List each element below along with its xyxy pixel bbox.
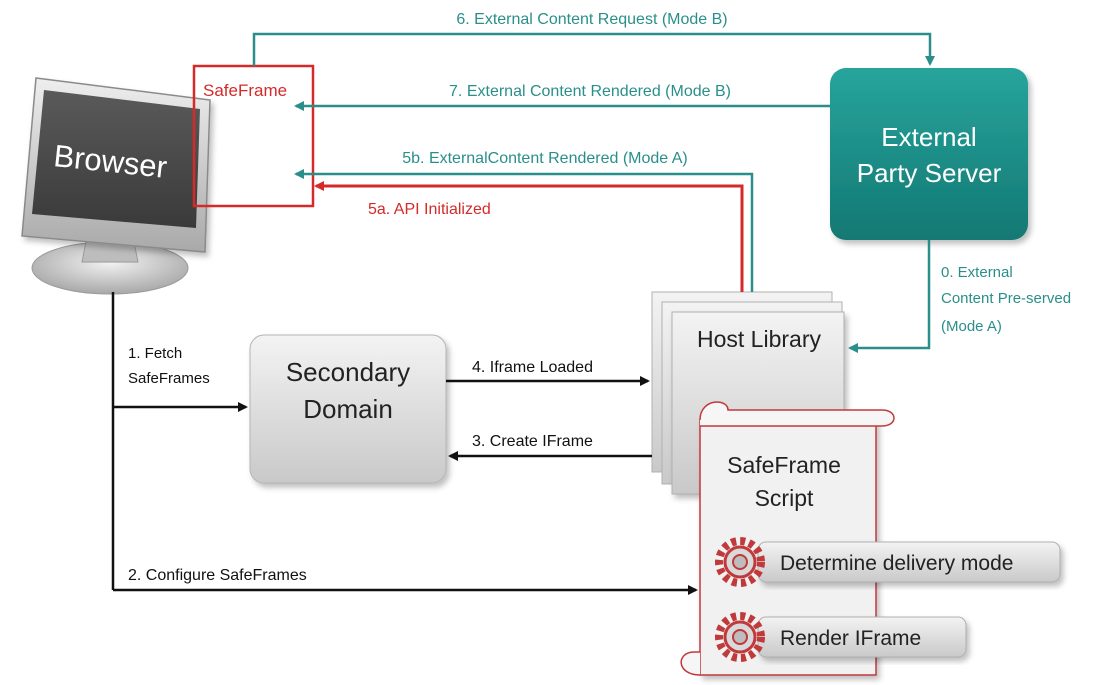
edge-2-label: 2. Configure SafeFrames	[128, 567, 307, 584]
host-library-label: Host Library	[697, 326, 821, 352]
edge-3-label: 3. Create IFrame	[472, 433, 593, 450]
edge-0-label-line3: (Mode A)	[941, 318, 1002, 335]
secondary-domain-box	[249, 334, 447, 484]
edge-4-label: 4. Iframe Loaded	[472, 359, 593, 376]
edge-5b-line	[294, 169, 754, 292]
external-server-box	[830, 68, 1028, 240]
gear-icon	[715, 612, 765, 662]
safeframe-label: SafeFrame	[203, 81, 287, 100]
edge-0-line	[848, 240, 931, 353]
edge-0-label-line2: Content Pre-served	[941, 290, 1071, 307]
edge-6-line	[252, 32, 935, 66]
edge-7-label: 7. External Content Rendered (Mode B)	[449, 83, 731, 100]
external-server-label-line2: Party Server	[857, 158, 1002, 188]
monitor-screen	[32, 90, 200, 228]
gear-icon	[715, 537, 765, 587]
external-server-label-line1: External	[881, 122, 976, 152]
secondary-domain-label-line2: Domain	[303, 394, 393, 424]
step-render-iframe-label: Render IFrame	[780, 627, 921, 650]
scroll-bottom-curl	[680, 651, 701, 676]
edge-5b-label: 5b. ExternalContent Rendered (Mode A)	[402, 150, 688, 167]
secondary-domain-node: Secondary Domain	[249, 334, 447, 484]
safeframe-script-node: SafeFrame Script Determine delivery mode…	[680, 401, 1061, 676]
scroll-top-curl	[699, 401, 895, 427]
edge-6-label: 6. External Content Request (Mode B)	[456, 11, 727, 28]
safeframe-script-label-line2: Script	[755, 485, 814, 511]
browser-node: Browser	[21, 77, 211, 295]
safeframe-script-label-line1: SafeFrame	[727, 452, 841, 478]
edge-0-label-line1: 0. External	[941, 264, 1013, 281]
edge-1-label-line2: SafeFrames	[128, 370, 210, 387]
secondary-domain-label-line1: Secondary	[286, 357, 410, 387]
edge-5a-label: 5a. API Initialized	[368, 201, 491, 218]
safeframe-node: SafeFrame	[192, 64, 315, 208]
edge-1-label-line1: 1. Fetch	[128, 345, 182, 362]
edge-5a-line	[314, 181, 744, 292]
external-server-node: External Party Server	[830, 68, 1028, 240]
step-determine-delivery-mode-label: Determine delivery mode	[780, 552, 1013, 575]
